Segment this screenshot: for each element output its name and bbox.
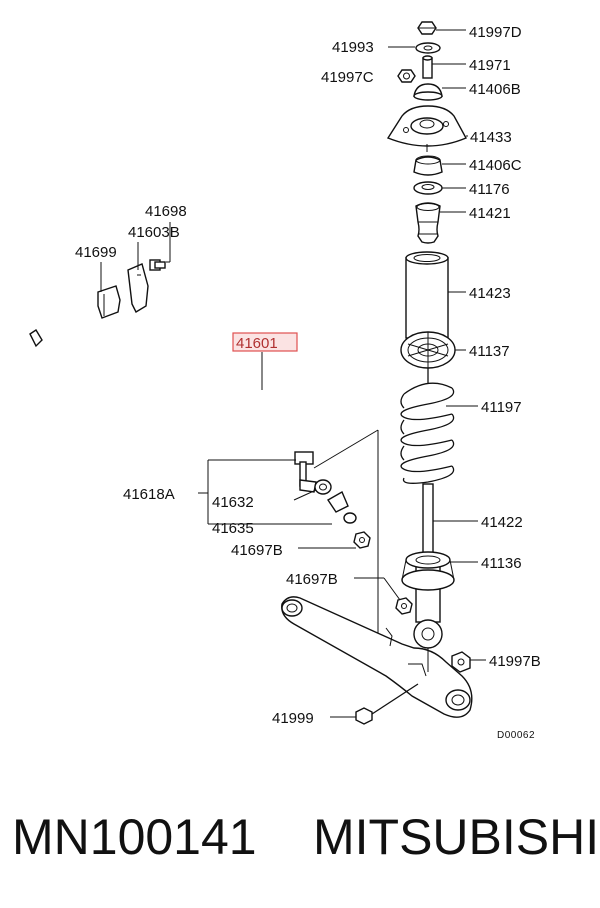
label-41997b: 41997B xyxy=(489,653,541,670)
label-41698: 41698 xyxy=(145,203,187,220)
label-41422: 41422 xyxy=(481,514,523,531)
collar-41971[interactable] xyxy=(422,55,433,79)
bushing-41406c[interactable] xyxy=(413,155,443,176)
bolt-41999[interactable] xyxy=(355,683,419,725)
bushing-41406b[interactable] xyxy=(413,83,443,101)
link-rod-41618a[interactable] xyxy=(294,451,317,493)
spring-seat-41136[interactable] xyxy=(401,551,455,591)
brand-name: MITSUBISHI xyxy=(313,809,600,865)
bushing-41699[interactable] xyxy=(97,285,121,319)
label-41137: 41137 xyxy=(469,343,510,360)
nut-41697b-upper[interactable] xyxy=(353,531,371,549)
label-41632: 41632 xyxy=(212,494,254,511)
nut-41997c[interactable] xyxy=(397,69,416,83)
label-41433: 41433 xyxy=(470,129,512,146)
exploded-parts-diagram: 41997D 41993 41971 41997C 41406B 41433 xyxy=(29,21,541,741)
label-41993: 41993 xyxy=(332,39,374,56)
label-41697b-upper: 41697B xyxy=(231,542,283,559)
label-41406b: 41406B xyxy=(469,81,521,98)
lower-arm[interactable] xyxy=(281,596,473,718)
label-41635: 41635 xyxy=(212,520,254,537)
label-41421: 41421 xyxy=(469,205,511,222)
label-41423: 41423 xyxy=(469,285,511,302)
bracket-41603b[interactable] xyxy=(127,263,149,313)
label-41999: 41999 xyxy=(272,710,314,727)
label-41197: 41197 xyxy=(481,399,522,416)
label-41699: 41699 xyxy=(75,244,117,261)
link-end[interactable] xyxy=(343,512,357,524)
product-caption: MN100141 MITSUBISHI xyxy=(0,792,600,892)
bolt-41698[interactable] xyxy=(149,259,166,271)
label-41971: 41971 xyxy=(469,57,511,74)
nut-41997d[interactable] xyxy=(417,21,437,35)
label-41997d: 41997D xyxy=(469,24,522,41)
diagram-code: D00062 xyxy=(497,730,535,741)
highlight-box-41601 xyxy=(232,332,298,352)
part-number: MN100141 xyxy=(12,809,257,865)
nut-41697b-lower[interactable] xyxy=(395,597,413,615)
bump-stop-41421[interactable] xyxy=(415,202,441,244)
washer-41993[interactable] xyxy=(415,42,441,54)
label-41176: 41176 xyxy=(469,181,510,198)
nut-41997b[interactable] xyxy=(451,651,471,673)
strut-mount-41433[interactable] xyxy=(386,105,467,152)
label-41601: 41601 xyxy=(236,335,278,352)
washer-41176[interactable] xyxy=(413,181,443,195)
label-41997c: 41997C xyxy=(321,69,374,86)
label-41136: 41136 xyxy=(481,555,522,572)
shock-absorber-41422[interactable] xyxy=(413,368,443,649)
label-41406c: 41406C xyxy=(469,157,522,174)
bearing-41137[interactable] xyxy=(400,331,456,369)
label-41697b-lower: 41697B xyxy=(286,571,338,588)
stabilizer-bar-41601[interactable] xyxy=(29,307,401,519)
washer-41632[interactable] xyxy=(314,479,332,495)
dust-cover-41423[interactable] xyxy=(405,251,449,343)
bushing-41635[interactable] xyxy=(327,491,349,513)
coil-spring-41197[interactable] xyxy=(400,382,455,484)
label-41603b: 41603B xyxy=(128,224,180,241)
label-41618a: 41618A xyxy=(123,486,175,503)
